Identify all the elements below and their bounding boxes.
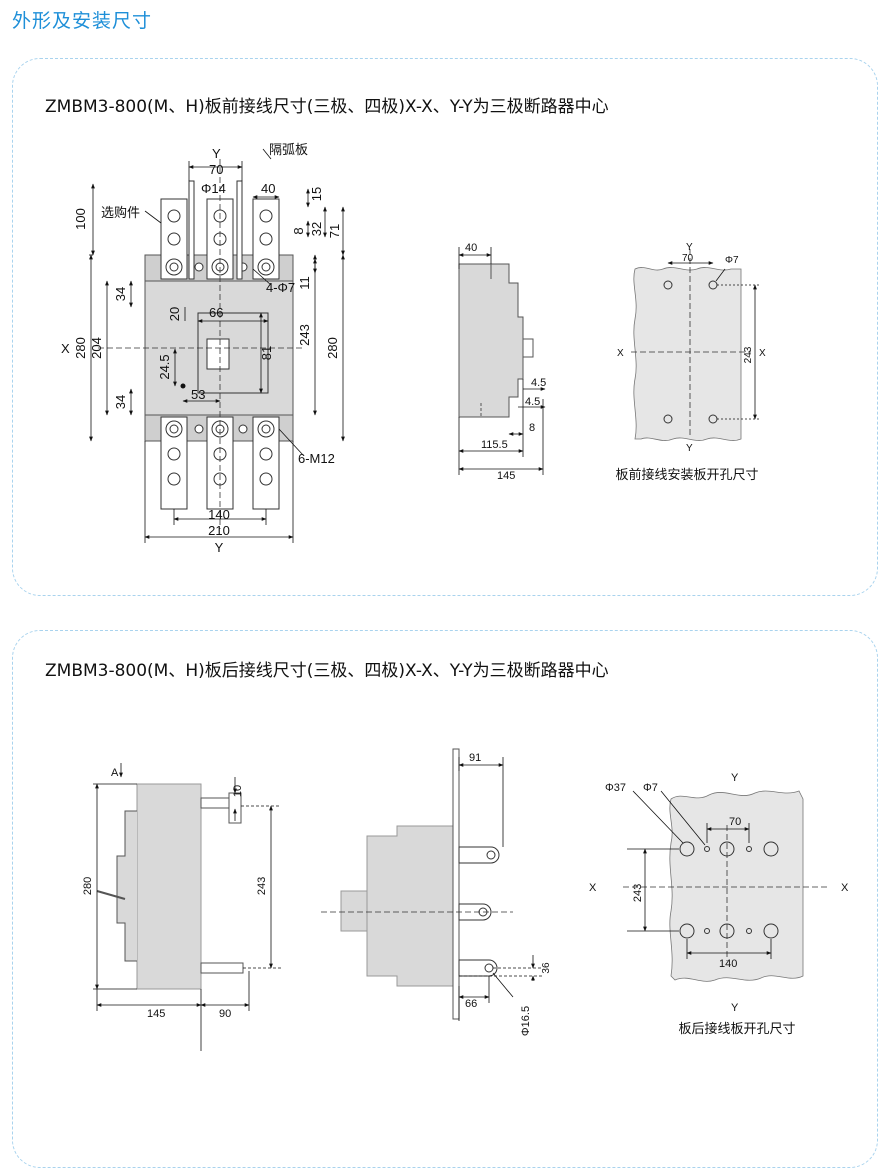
plate-x-left: X: [617, 348, 624, 359]
rv-dim-36: 36: [541, 962, 552, 974]
side-dim-115-5: 115.5: [481, 439, 508, 451]
rear-panel-plate: Y Φ37 Φ7 70 X X 243 140 Y 板后接线板开孔尺寸: [589, 772, 849, 1037]
dim-66: 66: [209, 305, 223, 320]
rv-dim-66: 66: [465, 998, 477, 1010]
front-wiring-drawings: Y 70 隔弧板 Φ14 40 选购件 4-Φ7 6-M12 X 140 210…: [61, 143, 766, 555]
rear-wiring-drawings: A 10 280 243 145 90: [82, 748, 849, 1051]
dim-34-bottom: 34: [113, 395, 128, 409]
x-left-label: X: [61, 341, 70, 356]
plate-dim-70: 70: [682, 253, 694, 264]
rear-wiring-panel: ZMBM3-800(M、H)板后接线尺寸(三极、四极)X-X、Y-Y为三极断路器…: [12, 630, 878, 1168]
dim-210: 210: [208, 523, 230, 538]
rear-side-view: A 10 280 243 145 90: [82, 763, 281, 1051]
side-dim-8: 8: [529, 422, 535, 434]
rs-dim-145: 145: [147, 1008, 165, 1020]
pp-dim-140: 140: [719, 958, 737, 970]
rs-dim-243: 243: [256, 877, 268, 895]
dim-8: 8: [291, 227, 306, 234]
pp-y-top: Y: [731, 772, 739, 784]
pp-x-right: X: [841, 882, 849, 894]
dim-24-5: 24.5: [157, 354, 172, 379]
pp-dim-70: 70: [729, 816, 741, 828]
dim-32: 32: [309, 222, 324, 236]
dim-243: 243: [297, 324, 312, 346]
dim-40: 40: [261, 181, 275, 196]
plate-dim-243: 243: [743, 346, 754, 363]
dim-81: 81: [259, 346, 274, 360]
rs-dim-10: 10: [232, 785, 244, 797]
pp-x-left: X: [589, 882, 597, 894]
a-label: A: [111, 767, 119, 779]
dim-20: 20: [167, 307, 182, 321]
dim-204: 204: [89, 337, 104, 359]
front-mount-plate: Y 70 Φ7 X X 243 Y 板前接线安装板开孔尺寸: [615, 242, 766, 483]
breaker-side-view: 40 4.5 4.5 8 115.5 145: [458, 242, 546, 482]
dim-53: 53: [191, 387, 205, 402]
dim-15: 15: [309, 187, 324, 201]
dim-280-left: 280: [73, 337, 88, 359]
y-top-label: Y: [212, 146, 221, 161]
pp-y-bottom: Y: [731, 1002, 739, 1014]
panel-plate-caption: 板后接线板开孔尺寸: [678, 1021, 795, 1037]
dim-140: 140: [208, 507, 230, 522]
plate-phi7: Φ7: [725, 255, 739, 266]
pp-phi7: Φ7: [643, 782, 658, 794]
side-dim-4-5b: 4.5: [525, 396, 540, 408]
page-title: 外形及安装尺寸: [12, 10, 153, 32]
phi14-label: Φ14: [201, 181, 226, 196]
front-wiring-panel: ZMBM3-800(M、H)板前接线尺寸(三极、四极)X-X、Y-Y为三极断路器…: [12, 58, 878, 596]
pp-dim-243: 243: [632, 884, 644, 902]
plate-y-bottom: Y: [686, 443, 693, 454]
y-bottom-label: Y: [215, 540, 224, 555]
dim-34-top: 34: [113, 287, 128, 301]
side-dim-40: 40: [465, 242, 477, 254]
side-dim-4-5a: 4.5: [531, 377, 546, 389]
section-heading: ZMBM3-800(M、H)板后接线尺寸(三极、四极)X-X、Y-Y为三极断路器…: [45, 661, 609, 681]
rs-dim-90: 90: [219, 1008, 231, 1020]
mount-plate-caption: 板前接线安装板开孔尺寸: [615, 467, 758, 483]
side-dim-145: 145: [497, 470, 515, 482]
arc-plate-label: 隔弧板: [269, 143, 308, 158]
rs-dim-280: 280: [82, 877, 94, 895]
dim-100: 100: [73, 208, 88, 230]
plate-x-right: X: [759, 348, 766, 359]
plate-y-top: Y: [686, 242, 693, 253]
dim-280-right: 280: [325, 337, 340, 359]
rear-terminal-view: 91 36 66 Φ16.5: [321, 748, 552, 1036]
dim-71: 71: [327, 224, 342, 238]
four-phi7-label: 4-Φ7: [266, 280, 295, 295]
breaker-front-view: Y 70 隔弧板 Φ14 40 选购件 4-Φ7 6-M12 X 140 210…: [61, 143, 345, 555]
rv-dim-91: 91: [469, 752, 481, 764]
pp-phi37: Φ37: [605, 782, 626, 794]
optional-part-label: 选购件: [101, 205, 140, 221]
six-m12-label: 6-M12: [298, 451, 335, 466]
section-heading: ZMBM3-800(M、H)板前接线尺寸(三极、四极)X-X、Y-Y为三极断路器…: [45, 97, 609, 117]
dim-11: 11: [297, 276, 312, 290]
dim-70: 70: [209, 162, 223, 177]
rv-phi16-5: Φ16.5: [520, 1006, 532, 1036]
